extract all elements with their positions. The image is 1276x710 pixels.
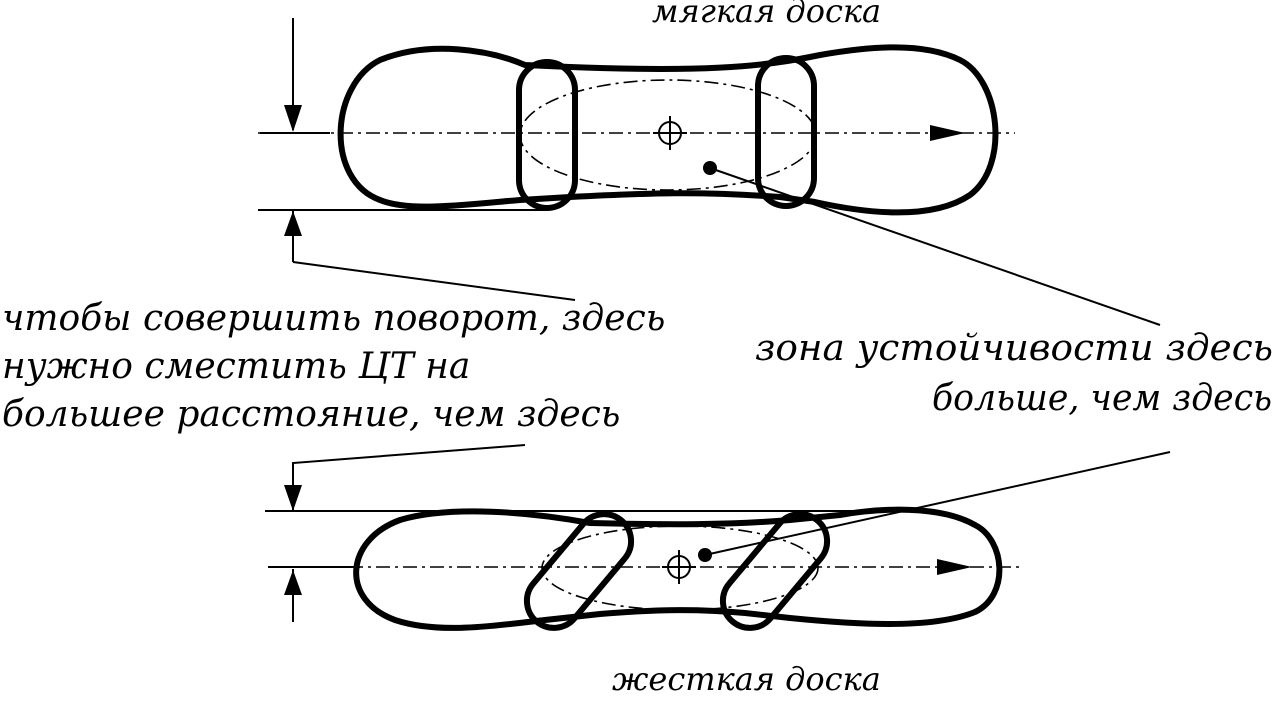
stiff-board-title: жесткая доска [612,660,881,698]
stiff-board-foot-rear [719,511,831,631]
stiff-board-figure [268,506,1020,631]
stiff-board-foot-front [523,511,635,631]
leader-left-bottom [292,444,526,485]
note-right: зона устойчивости здесь больше, чем здес… [755,328,1273,419]
note-left: чтобы совершить поворот, здесь нужно сме… [2,298,665,435]
soft-board-outline [337,44,999,216]
note-left-line-2: нужно сместить ЦТ на [2,346,470,387]
soft-board-title: мягкая доска [652,0,881,30]
note-left-line-1: чтобы совершить поворот, здесь [2,298,665,339]
stiff-board-dimension [265,485,880,622]
soft-board-stability-zone [519,79,817,191]
soft-board-dimension [258,18,545,262]
soft-board-foot-rear [755,55,817,209]
stiff-board-direction-arrow [937,559,972,575]
leader-right-top [709,167,1161,326]
soft-board-direction-arrow [930,125,965,141]
soft-board-center-of-gravity-icon [653,116,687,150]
stiff-board-center-of-gravity-icon [662,550,696,584]
note-right-line-2: больше, чем здесь [932,378,1272,419]
note-right-line-1: зона устойчивости здесь [755,328,1273,369]
soft-board-foot-front [516,59,578,211]
note-left-line-3: большее расстояние, чем здесь [2,394,620,435]
soft-board-figure [258,44,1015,216]
stiff-board-point [698,548,712,562]
stiff-board-stability-zone [541,525,819,611]
stiff-board-outline [353,506,1003,631]
leader-right-bottom [704,451,1171,556]
leader-left-top [292,261,576,301]
